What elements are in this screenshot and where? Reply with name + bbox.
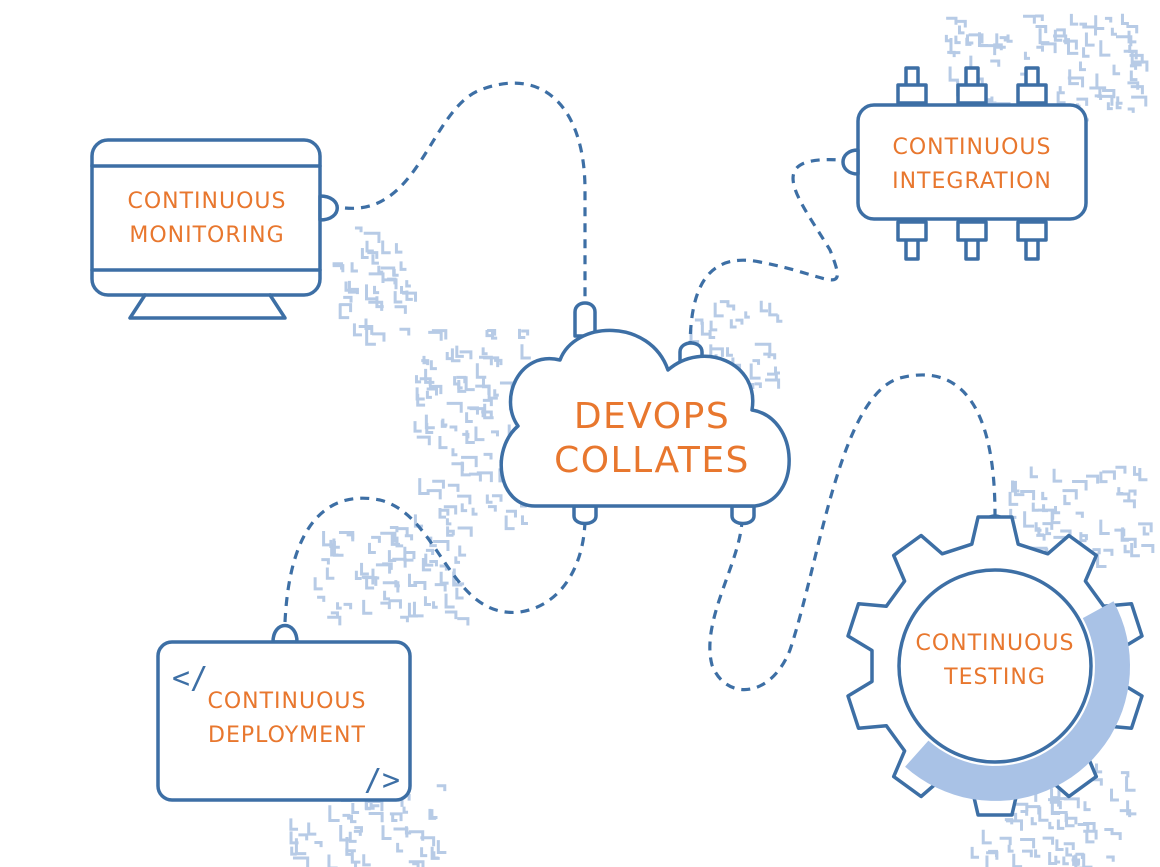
monitoring-label-line1: CONTINUOUS (127, 189, 286, 214)
cloud-icon (499, 301, 791, 526)
monitor-icon (90, 138, 339, 320)
code-open-glyph: </ (172, 661, 208, 696)
testing-label-line1: CONTINUOUS (915, 631, 1074, 656)
hub-label-line1: DEVOPS (574, 396, 730, 437)
hub-label-line2: COLLATES (554, 440, 750, 481)
node-continuous-deployment: </ /> CONTINUOUS DEPLOYMENT (156, 623, 412, 802)
hub-devops-collates: DEVOPS COLLATES (499, 301, 791, 526)
node-continuous-testing: CONTINUOUS TESTING (846, 514, 1144, 817)
connector-integration (688, 158, 841, 351)
connector-deployment (283, 496, 587, 623)
deployment-label-line2: DEPLOYMENT (208, 723, 366, 748)
gear-icon (846, 514, 1144, 817)
code-close-glyph: /> (364, 763, 400, 798)
code-window-icon: </ /> (156, 623, 412, 802)
testing-label-line2: TESTING (943, 665, 1046, 690)
monitoring-label-line2: MONITORING (129, 223, 284, 248)
integration-label-line1: CONTINUOUS (892, 135, 1051, 160)
node-continuous-monitoring: CONTINUOUS MONITORING (90, 138, 339, 320)
connectors (283, 81, 997, 692)
connector-testing (708, 373, 997, 692)
connector-monitoring (344, 81, 587, 312)
deployment-label-line1: CONTINUOUS (207, 689, 366, 714)
node-continuous-integration: CONTINUOUS INTEGRATION (841, 66, 1088, 261)
circuit-chip-icon (841, 66, 1088, 261)
integration-label-line2: INTEGRATION (892, 169, 1052, 194)
